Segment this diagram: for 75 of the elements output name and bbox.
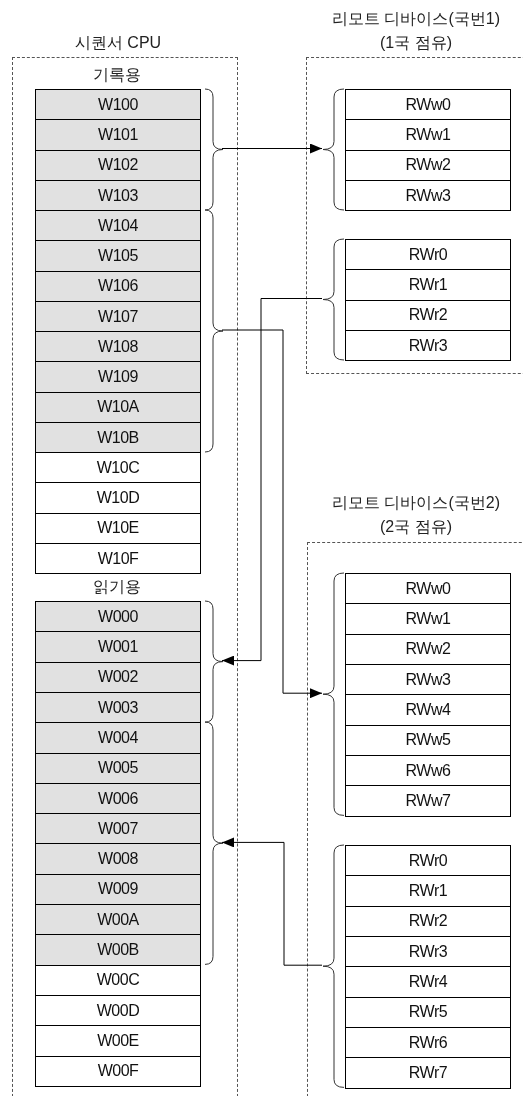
memory-cell: W00A xyxy=(35,904,201,936)
memory-cell: W101 xyxy=(35,119,201,151)
memory-cell: RWw5 xyxy=(345,724,511,757)
arrow xyxy=(221,298,323,666)
memory-cell: RWr0 xyxy=(345,845,511,877)
memory-cell: W10E xyxy=(35,512,201,545)
memory-cell: RWw1 xyxy=(345,603,511,635)
memory-cell: W108 xyxy=(35,331,201,363)
brace xyxy=(323,845,344,1088)
memory-cell: RWw0 xyxy=(345,573,511,605)
group-title: 시퀀서 CPU xyxy=(73,33,163,53)
group-title: 리모트 디바이스(국번1) xyxy=(331,9,501,29)
brace xyxy=(205,722,223,965)
memory-cell: RWw2 xyxy=(345,633,511,666)
memory-cell: RWr4 xyxy=(345,966,511,998)
memory-cell: W002 xyxy=(35,661,201,694)
memory-cell: W105 xyxy=(35,240,201,272)
memory-cell: RWr6 xyxy=(345,1026,511,1059)
memory-cell: W003 xyxy=(35,691,201,724)
brace xyxy=(205,89,223,210)
memory-cell: RWr2 xyxy=(345,905,511,938)
memory-cell: RWr1 xyxy=(345,269,511,301)
memory-cell: RWr7 xyxy=(345,1057,511,1089)
memory-cell: W10D xyxy=(35,482,201,514)
memory-cell: W10C xyxy=(35,452,201,484)
arrow xyxy=(221,143,323,154)
memory-cell: RWw6 xyxy=(345,754,511,787)
memory-cell: W10A xyxy=(35,391,201,424)
brace xyxy=(323,573,344,816)
memory-cell: W00C xyxy=(35,964,201,997)
memory-cell: RWr1 xyxy=(345,875,511,907)
memory-cell: W004 xyxy=(35,722,201,754)
memory-cell: RWr3 xyxy=(345,935,511,968)
memory-cell: RWw2 xyxy=(345,149,511,182)
memory-cell: W00D xyxy=(35,994,201,1027)
memory-cell: W107 xyxy=(35,300,201,333)
memory-cell: W006 xyxy=(35,782,201,815)
memory-cell: RWw4 xyxy=(345,694,511,726)
group-title: 리모트 디바이스(국번2) xyxy=(331,493,501,513)
memory-cell: W102 xyxy=(35,149,201,182)
memory-cell: RWw3 xyxy=(345,179,511,212)
brace xyxy=(323,89,344,210)
memory-cell: W00E xyxy=(35,1025,201,1057)
memory-cell: W10F xyxy=(35,542,201,575)
memory-cell: W001 xyxy=(35,631,201,663)
memory-cell: W10B xyxy=(35,421,201,454)
section-label: 기록용 xyxy=(92,65,142,85)
section-label: 읽기용 xyxy=(92,577,142,597)
group-title: (1국 점유) xyxy=(379,33,453,53)
memory-cell: W100 xyxy=(35,89,201,121)
memory-cell: RWr5 xyxy=(345,996,511,1029)
memory-cell: W000 xyxy=(35,601,201,633)
memory-cell: RWw0 xyxy=(345,89,511,121)
memory-cell: W00B xyxy=(35,934,201,966)
arrow xyxy=(221,837,323,966)
memory-cell: W009 xyxy=(35,873,201,906)
memory-cell: W106 xyxy=(35,270,201,303)
brace xyxy=(205,601,223,723)
memory-cell: W00F xyxy=(35,1055,201,1088)
memory-cell: W008 xyxy=(35,843,201,875)
brace xyxy=(205,210,223,452)
group-title: (2국 점유) xyxy=(379,517,453,537)
memory-cell: RWw3 xyxy=(345,663,511,696)
memory-cell: RWw7 xyxy=(345,785,511,817)
memory-cell: W007 xyxy=(35,813,201,845)
memory-cell: W104 xyxy=(35,210,201,242)
memory-cell: RWw1 xyxy=(345,119,511,151)
arrow xyxy=(221,329,323,699)
brace xyxy=(323,239,344,360)
memory-cell: RWr3 xyxy=(345,329,511,362)
memory-cell: RWr2 xyxy=(345,299,511,332)
memory-cell: RWr0 xyxy=(345,239,511,271)
memory-cell: W103 xyxy=(35,179,201,212)
memory-cell: W109 xyxy=(35,361,201,393)
memory-cell: W005 xyxy=(35,752,201,785)
